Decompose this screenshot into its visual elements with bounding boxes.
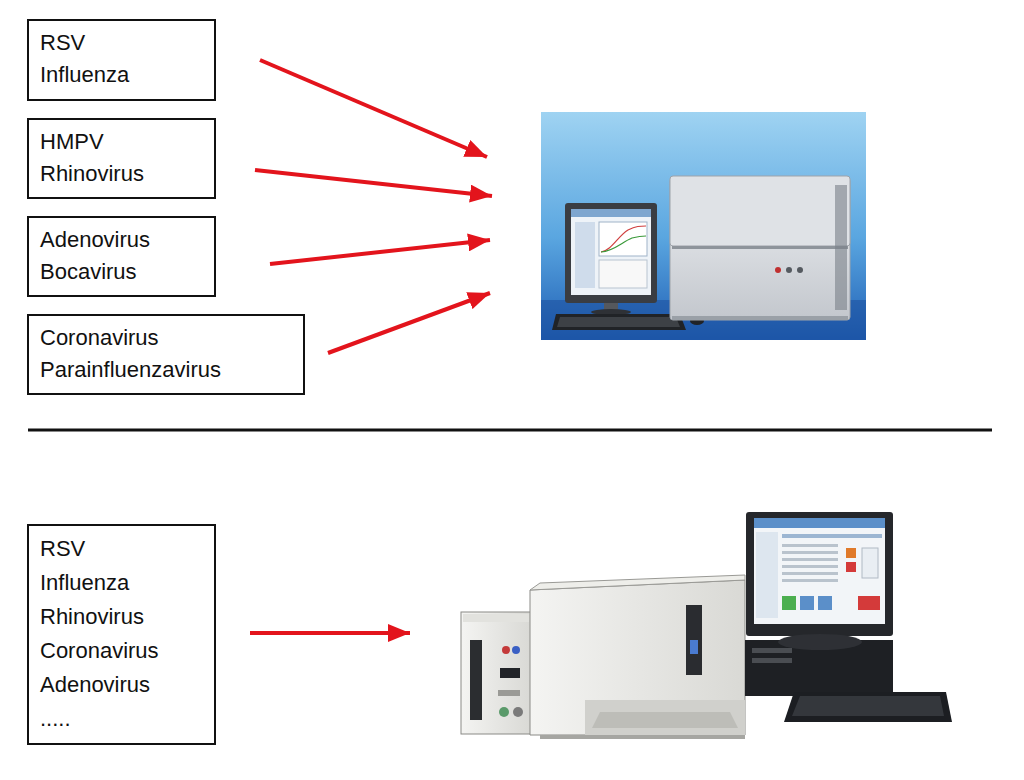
virus-name-text: Bocavirus [40,256,137,288]
red-arrow [250,631,410,635]
virus-name-text: RSV [40,532,85,566]
virus-name-text: Influenza [40,566,129,600]
virus-name-text: Coronavirus [40,322,159,354]
red-arrow [328,293,490,353]
virus-name-text: HMPV [40,126,104,158]
divider-line [28,429,992,432]
red-arrow [270,240,490,264]
virus-name: Rhinovirus [40,600,202,634]
red-arrow [255,170,492,196]
virus-name: Bocavirus [40,256,202,288]
virus-list-box: RSVInfluenzaRhinovirusCoronavirusAdenovi… [27,524,216,745]
virus-name: RSV [40,532,202,566]
virus-name: Coronavirus [40,634,202,668]
virus-name-text: Rhinovirus [40,600,144,634]
red-arrow [260,60,487,157]
pcr-machine-photo [541,112,866,340]
virus-list-box: HMPVRhinovirus [27,118,216,199]
virus-list-box: RSVInfluenza [27,19,216,101]
virus-name-text: Influenza [40,59,129,91]
virus-list-box: CoronavirusParainfluenzavirus [27,314,305,395]
virus-name-text: Adenovirus [40,224,150,256]
virus-name-text: Adenovirus [40,668,150,702]
virus-name: HMPV [40,126,202,158]
virus-name-text: ..... [40,702,71,736]
virus-list-box: AdenovirusBocavirus [27,216,216,297]
virus-name-text: RSV [40,27,85,59]
virus-name: Rhinovirus [40,158,202,190]
virus-name: Adenovirus [40,668,202,702]
virus-name: Adenovirus [40,224,202,256]
virus-name-text: Coronavirus [40,634,159,668]
virus-name-text: Parainfluenzavirus [40,354,221,386]
virus-name: Influenza [40,59,202,91]
virus-name: Parainfluenzavirus [40,354,291,386]
virus-name: Influenza [40,566,202,600]
virus-name: ..... [40,702,202,736]
luminex-photo [461,512,952,739]
virus-name: Coronavirus [40,322,291,354]
virus-name-text: Rhinovirus [40,158,144,190]
virus-name: RSV [40,27,202,59]
